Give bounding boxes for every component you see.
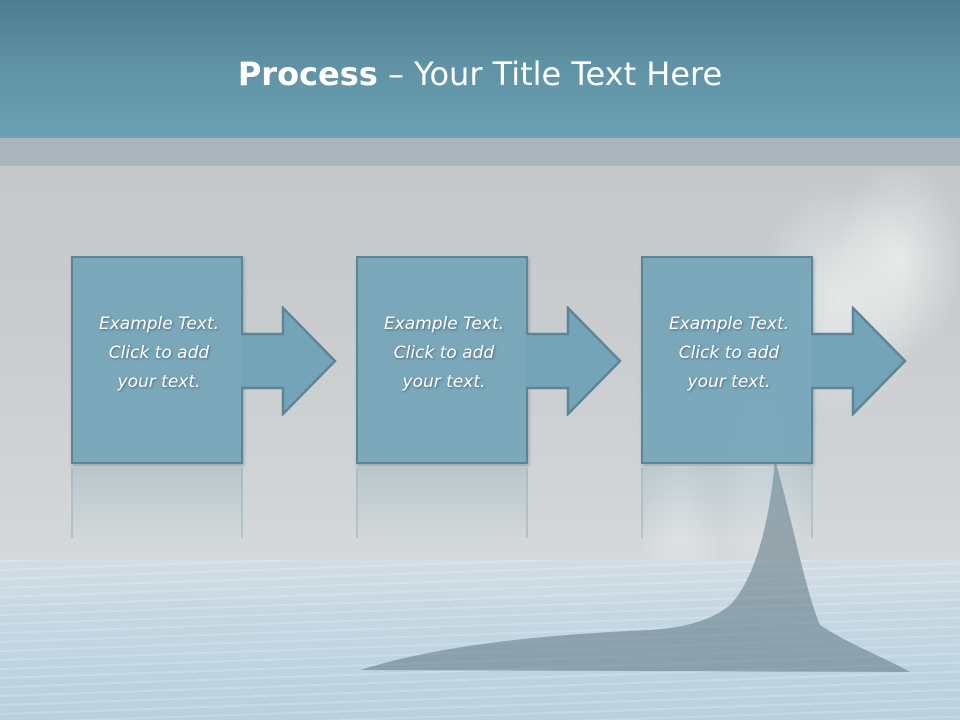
- process-step-1[interactable]: Example Text. Click to add your text.: [71, 256, 346, 466]
- slide-title[interactable]: Process – Your Title Text Here: [0, 52, 960, 96]
- step-text[interactable]: Example Text. Click to add your text.: [649, 310, 809, 397]
- step-reflection: [356, 468, 631, 538]
- title-rest: – Your Title Text Here: [377, 55, 723, 93]
- process-step-3[interactable]: Example Text. Click to add your text.: [641, 256, 916, 466]
- whale-fin-image: [360, 460, 910, 672]
- arrow-right-icon: [526, 306, 622, 416]
- step-text-line: Click to add: [393, 343, 495, 363]
- step-text[interactable]: Example Text. Click to add your text.: [364, 310, 524, 397]
- step-text-line: your text.: [402, 372, 486, 392]
- step-reflection: [71, 468, 346, 538]
- step-box[interactable]: Example Text. Click to add your text.: [71, 256, 243, 464]
- step-text[interactable]: Example Text. Click to add your text.: [79, 310, 239, 397]
- arrow-right-icon: [811, 306, 907, 416]
- process-step-2[interactable]: Example Text. Click to add your text.: [356, 256, 631, 466]
- step-text-line: Example Text.: [98, 314, 220, 334]
- step-text-line: Click to add: [678, 343, 780, 363]
- step-text-line: Click to add: [108, 343, 210, 363]
- step-box[interactable]: Example Text. Click to add your text.: [641, 256, 813, 464]
- step-reflection: [641, 468, 916, 538]
- title-bold: Process: [237, 55, 378, 93]
- step-text-line: your text.: [117, 372, 201, 392]
- title-bar: Process – Your Title Text Here: [0, 0, 960, 138]
- step-text-line: Example Text.: [383, 314, 505, 334]
- step-text-line: your text.: [687, 372, 771, 392]
- step-text-line: Example Text.: [668, 314, 790, 334]
- arrow-right-icon: [241, 306, 337, 416]
- step-box[interactable]: Example Text. Click to add your text.: [356, 256, 528, 464]
